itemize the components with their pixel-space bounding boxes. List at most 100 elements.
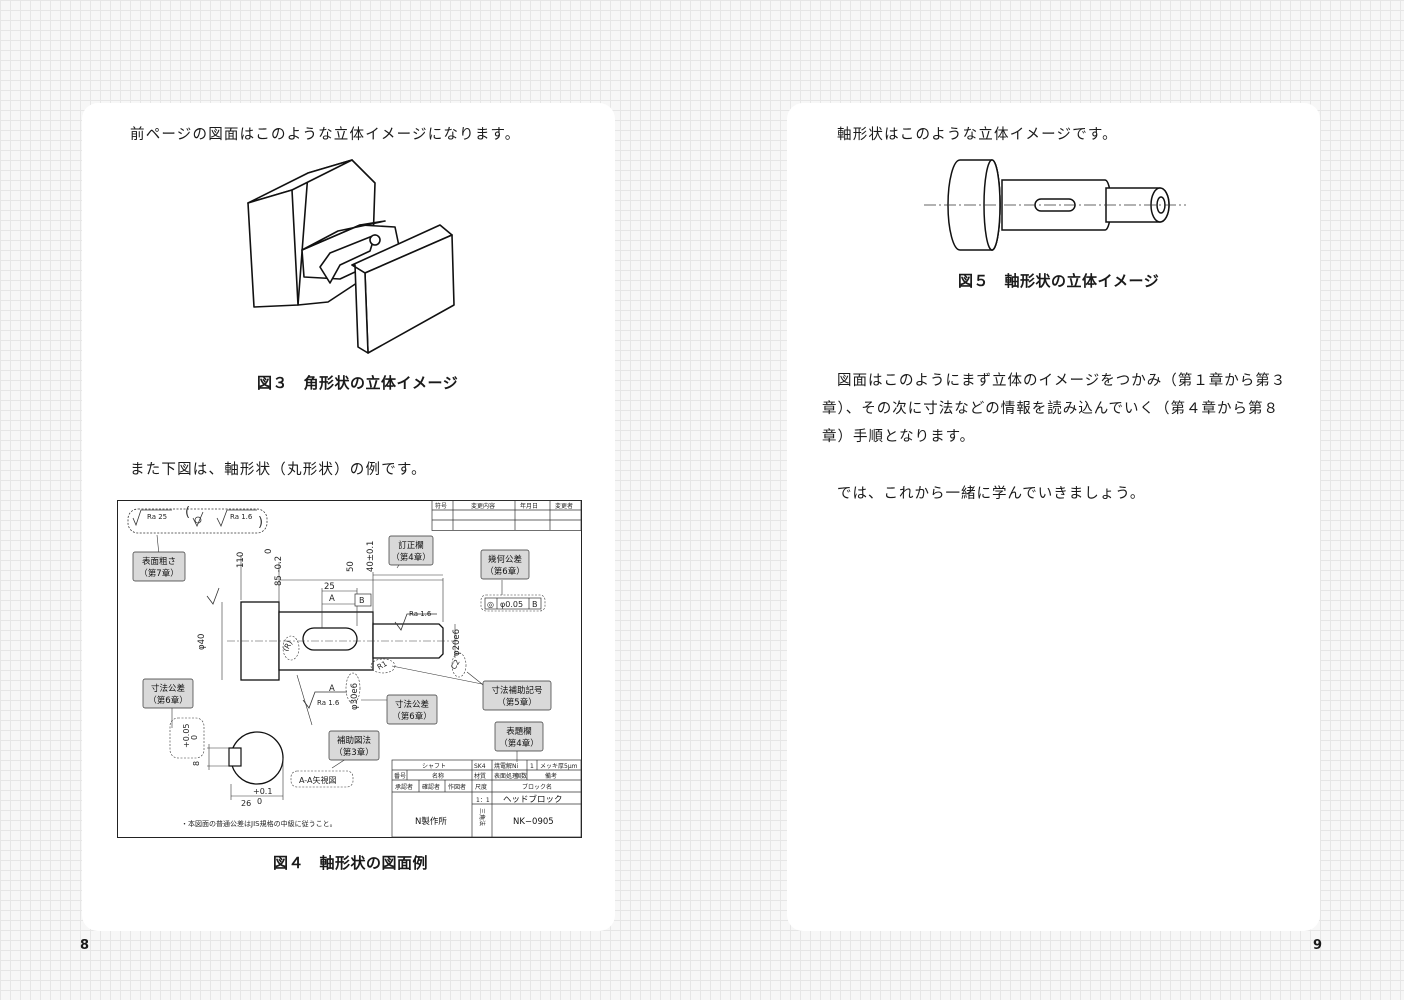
key-w-tol-upper: +0.05 bbox=[182, 723, 191, 748]
callout-title-block bbox=[494, 721, 544, 752]
callout-revision bbox=[388, 535, 434, 566]
fig4-caption: 図４ 軸形状の図面例 bbox=[273, 854, 429, 872]
callout-aux-symbol-label: 寸法補助記号 bbox=[491, 685, 542, 696]
tb-company: N製作所 bbox=[415, 816, 447, 827]
tb-material: SK4 bbox=[474, 763, 486, 770]
callout-title-block-chapter: （第4章） bbox=[499, 738, 538, 749]
tb-block-name: ヘッドブロック bbox=[503, 794, 563, 805]
callout-dim-tol-left-chapter: （第6章） bbox=[148, 695, 187, 706]
tb-scale: 1：1 bbox=[476, 797, 490, 804]
callout-geometric-tol bbox=[480, 549, 530, 580]
dim-phi30: φ30e6 bbox=[350, 683, 360, 710]
callout-surface-chapter: （第7章） bbox=[139, 568, 178, 579]
callout-revision-label: 訂正欄 bbox=[398, 540, 424, 551]
tol-value: φ0.05 bbox=[500, 600, 523, 609]
tb-block-label: ブロック名 bbox=[522, 783, 552, 791]
callout-surface-label: 表面粗さ bbox=[142, 556, 176, 567]
ra-bottom: Ra 1.6 bbox=[317, 699, 340, 707]
callout-surface-roughness bbox=[132, 551, 186, 582]
callout-aux-view-label: 補助図法 bbox=[337, 735, 371, 746]
callout-dim-tol-left-label: 寸法公差 bbox=[151, 683, 185, 694]
fig5-caption: 図５ 軸形状の立体イメージ bbox=[958, 272, 1160, 290]
callout-dim-tol-mid-chapter: （第6章） bbox=[392, 711, 431, 722]
c-chamfer: C2 bbox=[449, 658, 462, 671]
callout-geometric-chapter: （第6章） bbox=[485, 566, 524, 577]
back-block-front bbox=[247, 189, 299, 308]
ra-right: Ra 1.6 bbox=[409, 610, 432, 618]
tol-datum: B bbox=[532, 600, 538, 609]
datum-b: B bbox=[359, 596, 365, 605]
right-intro-text: 軸形状はこのような立体イメージです。 bbox=[837, 127, 1118, 143]
callout-aux-symbol bbox=[482, 680, 552, 711]
dim-phi40: φ40 bbox=[197, 634, 207, 650]
dim-phi20: φ20e6 bbox=[452, 629, 462, 656]
callout-dim-tol-left bbox=[142, 678, 194, 709]
dim-85: 85 -0.2 bbox=[274, 556, 284, 586]
tb-label-material: 材質 bbox=[474, 772, 486, 780]
title-block-table bbox=[391, 759, 582, 838]
dim-25: 25 bbox=[324, 582, 335, 592]
keyway-slot bbox=[302, 627, 358, 651]
right-page-panel bbox=[787, 103, 1320, 931]
tb-angle-method: 三角法 bbox=[478, 808, 486, 826]
key-w: 8 bbox=[192, 761, 201, 766]
fig3-block-sketch bbox=[247, 159, 455, 354]
r-right: R1 bbox=[376, 659, 389, 672]
rev-header-3: 変更者 bbox=[555, 502, 573, 510]
tb-label-name: 名称 bbox=[432, 772, 444, 780]
dim-50: 50 bbox=[346, 561, 356, 572]
fig3-caption: 図３ 角形状の立体イメージ bbox=[257, 374, 459, 392]
callout-aux-view-chapter: （第3章） bbox=[334, 747, 373, 758]
tb-signer-2: 作図者 bbox=[448, 783, 466, 791]
tb-plating: メッキ厚5μm bbox=[540, 763, 578, 770]
right-paragraph-2-text: では、これから一緒に学んでいきましょう。 bbox=[837, 486, 1146, 502]
drawing-note: ・本図面の普通公差はJIS規格の中級に従うこと。 bbox=[181, 819, 337, 828]
shaft-tip bbox=[372, 623, 444, 659]
left-intro-text: 前ページの図面はこのような立体イメージになります。 bbox=[130, 127, 521, 143]
right-paragraph-2: では、これから一緒に学んでいきましょう。 bbox=[822, 480, 1300, 508]
tb-label-surface: 表面処理 bbox=[494, 772, 518, 780]
tb-qty: 1 bbox=[530, 763, 534, 770]
dim-110: 110 bbox=[236, 552, 246, 568]
callout-geometric-label: 幾何公差 bbox=[488, 554, 522, 565]
svg-text:): ) bbox=[258, 515, 263, 530]
right-paragraph-1-text: 図面はこのようにまず立体のイメージをつかみ（第１章から第３章）、その次に寸法など… bbox=[822, 373, 1287, 445]
rev-header-0: 符号 bbox=[435, 502, 447, 510]
section-a-top: A bbox=[329, 594, 335, 604]
callout-dim-tol-mid-label: 寸法公差 bbox=[395, 699, 429, 710]
tb-label-qty: 個数 bbox=[515, 772, 527, 780]
aa-view-label: A-A矢視図 bbox=[299, 775, 336, 785]
tb-drawing-no: NK−0905 bbox=[513, 817, 554, 827]
callout-revision-chapter: （第4章） bbox=[391, 552, 430, 563]
fig5-shaft-sketch bbox=[924, 159, 1186, 251]
rev-header-2: 年月日 bbox=[520, 502, 538, 510]
callout-title-block-label: 表題欄 bbox=[506, 726, 532, 737]
roughness-ra25: Ra 25 bbox=[147, 513, 167, 521]
rev-header-1: 変更内容 bbox=[471, 502, 495, 510]
callout-dim-tol-mid bbox=[386, 694, 438, 725]
page-number-left: 8 bbox=[80, 938, 90, 953]
roughness-box bbox=[127, 508, 268, 534]
key-w-tol-lower: 0 bbox=[190, 735, 199, 740]
callout-aux-symbol-chapter: （第5章） bbox=[497, 697, 536, 708]
tb-part-name: シャフト bbox=[422, 763, 446, 770]
key-d-tol-upper: +0.1 bbox=[253, 787, 272, 796]
shaft-intro-text: また下図は、軸形状（丸形状）の例です。 bbox=[130, 462, 427, 478]
dim-40: 40±0.1 bbox=[366, 541, 376, 572]
tb-signer-1: 確認者 bbox=[422, 783, 440, 791]
tol-symbol: ◎ bbox=[487, 600, 494, 609]
key-d: 26 bbox=[241, 799, 251, 808]
callout-aux-view bbox=[328, 730, 380, 761]
svg-text:(: ( bbox=[185, 505, 190, 520]
tb-label-no: 番号 bbox=[394, 773, 406, 780]
roughness-ra16: Ra 1.6 bbox=[230, 513, 253, 521]
page-number-right: 9 bbox=[1313, 938, 1323, 953]
section-a-bottom: A bbox=[329, 684, 335, 694]
tb-signer-0: 承認者 bbox=[395, 783, 413, 791]
key-d-tol-lower: 0 bbox=[257, 797, 262, 806]
revision-table bbox=[431, 500, 582, 531]
dim-85-upper: 0 bbox=[264, 549, 274, 554]
tb-heat-treatment: 焼電解Ni bbox=[494, 762, 518, 770]
tb-scale-label: 尺度 bbox=[475, 783, 487, 791]
fig4-shaft-drawing: 符号 変更内容 年月日 変更者 ( ) Ra 25 Ra 1.6 bbox=[117, 500, 582, 838]
